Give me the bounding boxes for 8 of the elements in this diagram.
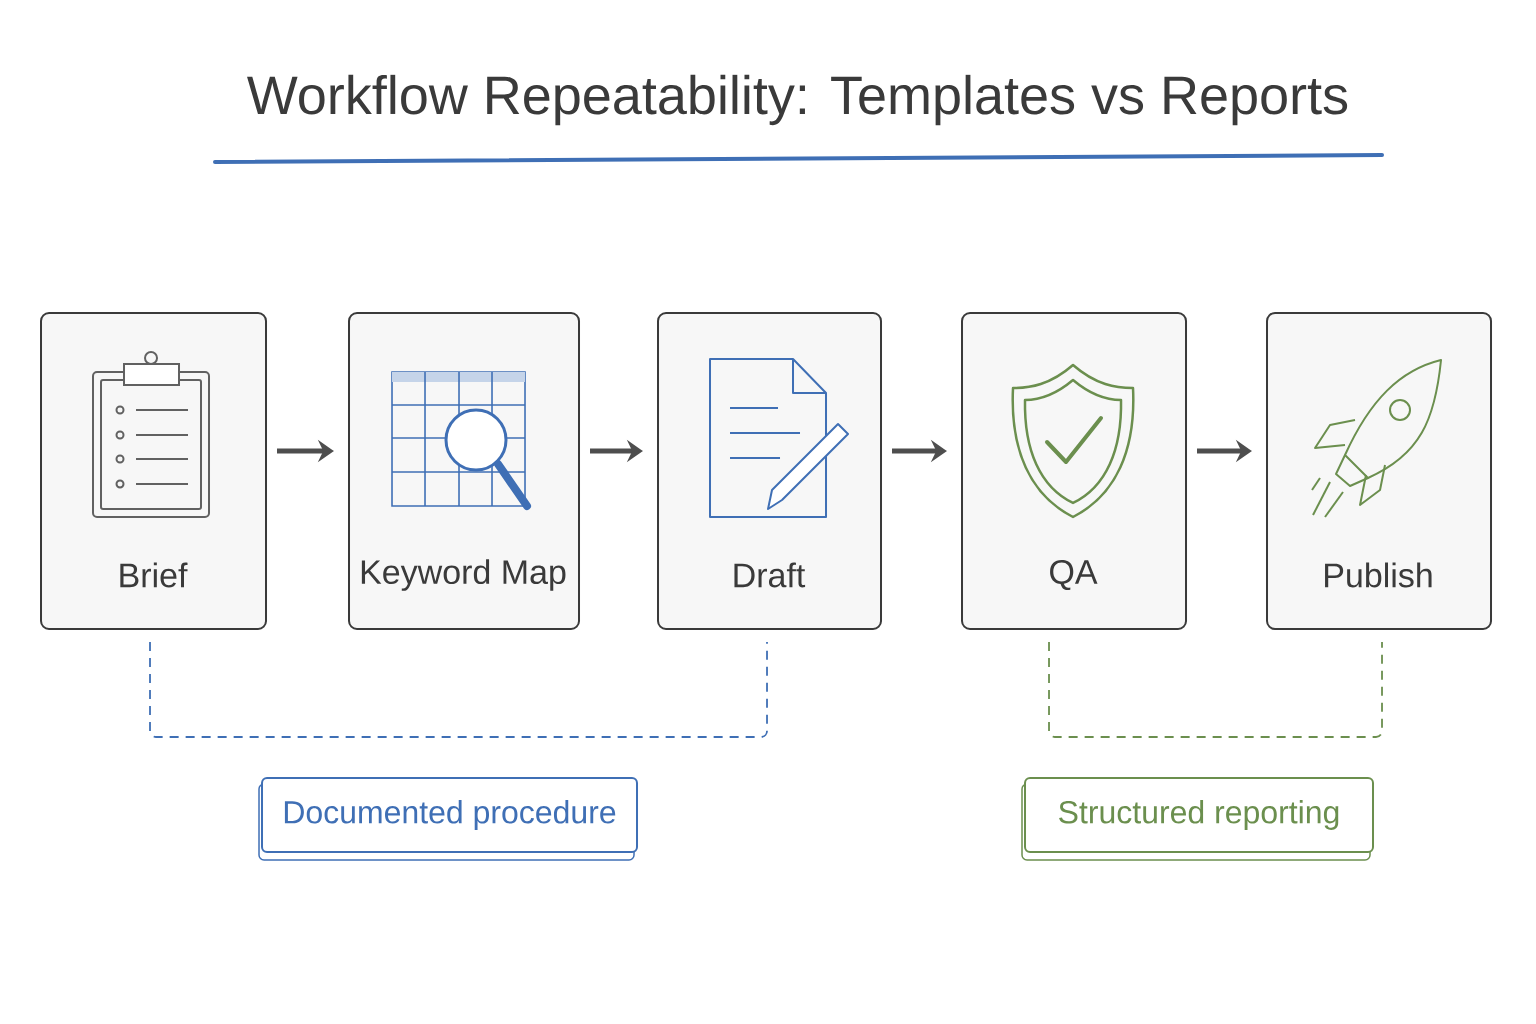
tag-box: Structured reporting xyxy=(1021,777,1374,861)
tag-box: Documented procedure xyxy=(258,777,638,861)
title: Workflow Repeatability: Templates vs Reports xyxy=(247,74,1348,126)
step-card: Keyword Map xyxy=(348,312,580,630)
step-card: Brief xyxy=(40,312,267,630)
step-card: Publish xyxy=(1266,312,1492,630)
step-card: Draft xyxy=(657,312,882,630)
step-card: QA xyxy=(961,312,1187,630)
